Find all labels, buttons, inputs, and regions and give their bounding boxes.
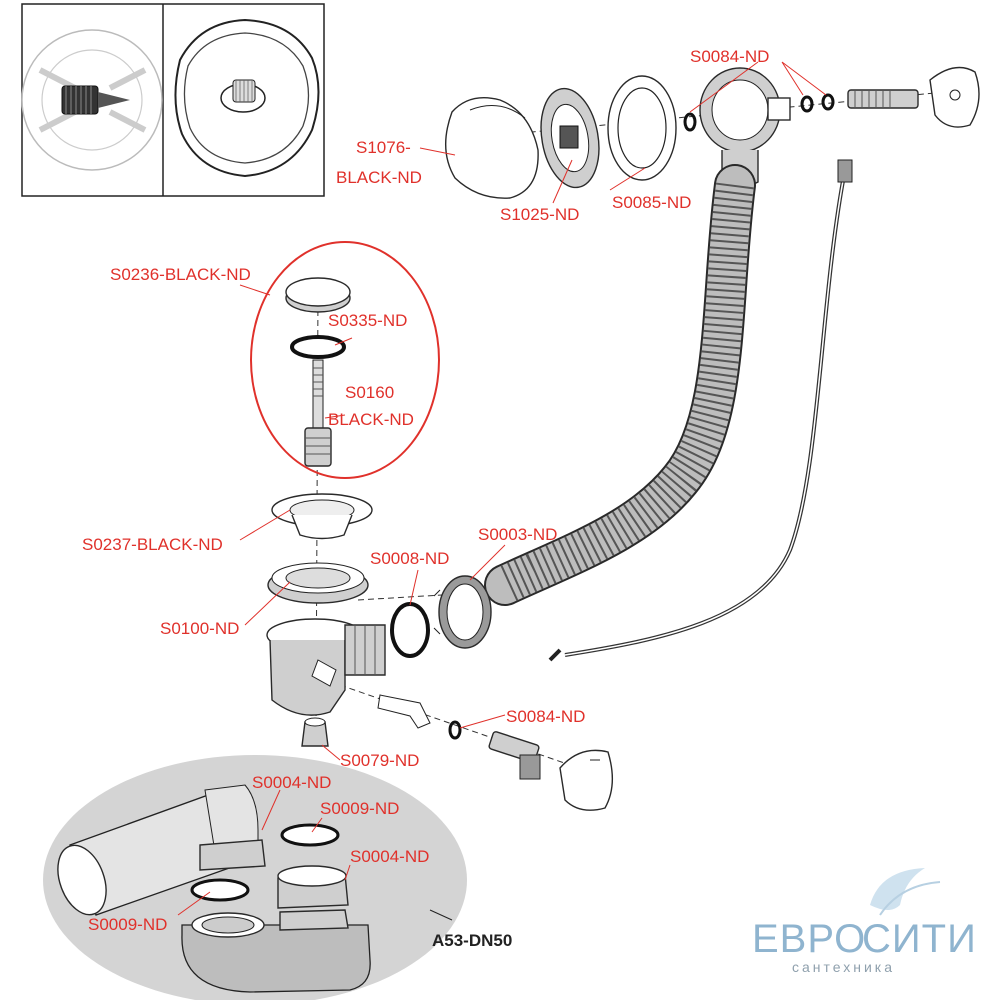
- handwheel-front-detail: [174, 18, 320, 178]
- drain-flange-s0237: [271, 493, 373, 540]
- drain-nut-s0079: [301, 717, 329, 747]
- rosette-ring-s0085: [607, 75, 677, 181]
- bowden-cable: [548, 159, 853, 662]
- o-ring-s0084-lower: [448, 720, 462, 740]
- o-ring-s0084-a: [683, 112, 697, 132]
- brand-logo: ЕВРО СИТИ сантехника: [752, 868, 977, 975]
- label-s1076-line2: BLACK-ND: [336, 168, 422, 187]
- siphon-a53: [57, 784, 371, 993]
- drain-body: [266, 618, 386, 716]
- label-s0004-top: S0004-ND: [252, 773, 331, 792]
- label-s0079: S0079-ND: [340, 751, 419, 770]
- label-s0084-top: S0084-ND: [690, 47, 769, 66]
- o-ring-s0084-b: [800, 95, 814, 113]
- wheel-s1025: [540, 87, 600, 189]
- union-nut-s0003: [433, 575, 492, 649]
- label-s0009-left: S0009-ND: [88, 915, 167, 934]
- label-s0008: S0008-ND: [370, 549, 449, 568]
- leader-lines: [177, 61, 827, 921]
- brand-tagline: сантехника: [792, 959, 895, 975]
- label-s0335: S0335-ND: [328, 311, 407, 330]
- label-s0237: S0237-BLACK-ND: [82, 535, 223, 554]
- label-s0085: S0085-ND: [612, 193, 691, 212]
- seal-s0335: [290, 335, 346, 359]
- stopper-cap-s0236: [285, 277, 351, 313]
- threaded-rod-top: [847, 89, 919, 109]
- lever-rod-lower: [488, 731, 541, 780]
- lever-plate-top: [929, 66, 980, 128]
- label-s1025: S1025-ND: [500, 205, 579, 224]
- cap-s1076: [444, 97, 539, 199]
- label-s0009-top: S0009-ND: [320, 799, 399, 818]
- label-s1076-line1: S1076-: [356, 138, 411, 157]
- label-s0100: S0100-ND: [160, 619, 239, 638]
- label-s0236: S0236-BLACK-ND: [110, 265, 251, 284]
- brand-name-left: ЕВРО: [752, 917, 866, 961]
- stopper-set-highlight: [250, 241, 440, 479]
- label-s0160-line1: S0160: [345, 383, 394, 402]
- gasket-s0100: [267, 562, 369, 604]
- label-s0004-mid: S0004-ND: [350, 847, 429, 866]
- leaf-icon: [870, 868, 925, 910]
- ring-s0008: [390, 602, 430, 658]
- handwheel-back-detail: [21, 29, 163, 171]
- label-a53-dn50: A53-DN50: [432, 931, 512, 950]
- lever-plate-lower: [559, 749, 613, 811]
- label-s0084-mid: S0084-ND: [506, 707, 585, 726]
- lever-arm-lower: [377, 694, 431, 729]
- stopper-stem-s0160: [304, 359, 332, 467]
- brand-name-right: СИТИ: [862, 917, 977, 961]
- label-s0003: S0003-ND: [478, 525, 557, 544]
- o-ring-s0084-c: [821, 93, 835, 111]
- corrugated-hose: [484, 164, 756, 606]
- label-s0160-line2: BLACK-ND: [328, 410, 414, 429]
- detail-inset: [21, 3, 325, 197]
